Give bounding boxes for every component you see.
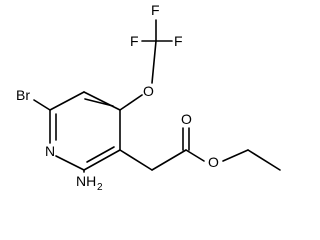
molecule-structure: F F F O Br N NH 2 O O <box>16 2 281 193</box>
bond-ch2-carbonyl <box>151 149 187 171</box>
bond-cf3-o <box>151 40 157 84</box>
bond-o-ring-c4 <box>119 94 143 111</box>
bond-c5-c6 <box>49 91 85 111</box>
atom-n-ring: N <box>45 143 55 159</box>
atom-f-top: F <box>151 2 160 18</box>
atom-o-ether: O <box>143 83 154 99</box>
bond-o-ethyl-ch2 <box>222 149 249 162</box>
atom-nh2: NH <box>76 173 96 189</box>
bond-n-c2 <box>55 155 85 171</box>
atom-f-left: F <box>130 33 139 49</box>
bond-c2-c3 <box>83 149 121 171</box>
structure-canvas: F F F O Br N NH 2 O O <box>16 2 281 193</box>
bond-ethyl-ch3 <box>247 149 281 171</box>
atom-br: Br <box>16 87 30 103</box>
bond-c4-c5-double <box>84 98 114 107</box>
atom-o-carbonyl: O <box>181 111 192 127</box>
bond-c3-ch2 <box>119 149 153 171</box>
bond-c6-br <box>33 99 51 111</box>
atom-nh2-subscript: 2 <box>97 182 103 193</box>
bond-c4-c5 <box>83 91 121 111</box>
atom-f-right: F <box>174 33 183 49</box>
bond-carbonyl-o-ester <box>185 149 205 162</box>
atom-o-ester: O <box>208 154 219 170</box>
bond-c2-c3-double <box>86 146 115 163</box>
